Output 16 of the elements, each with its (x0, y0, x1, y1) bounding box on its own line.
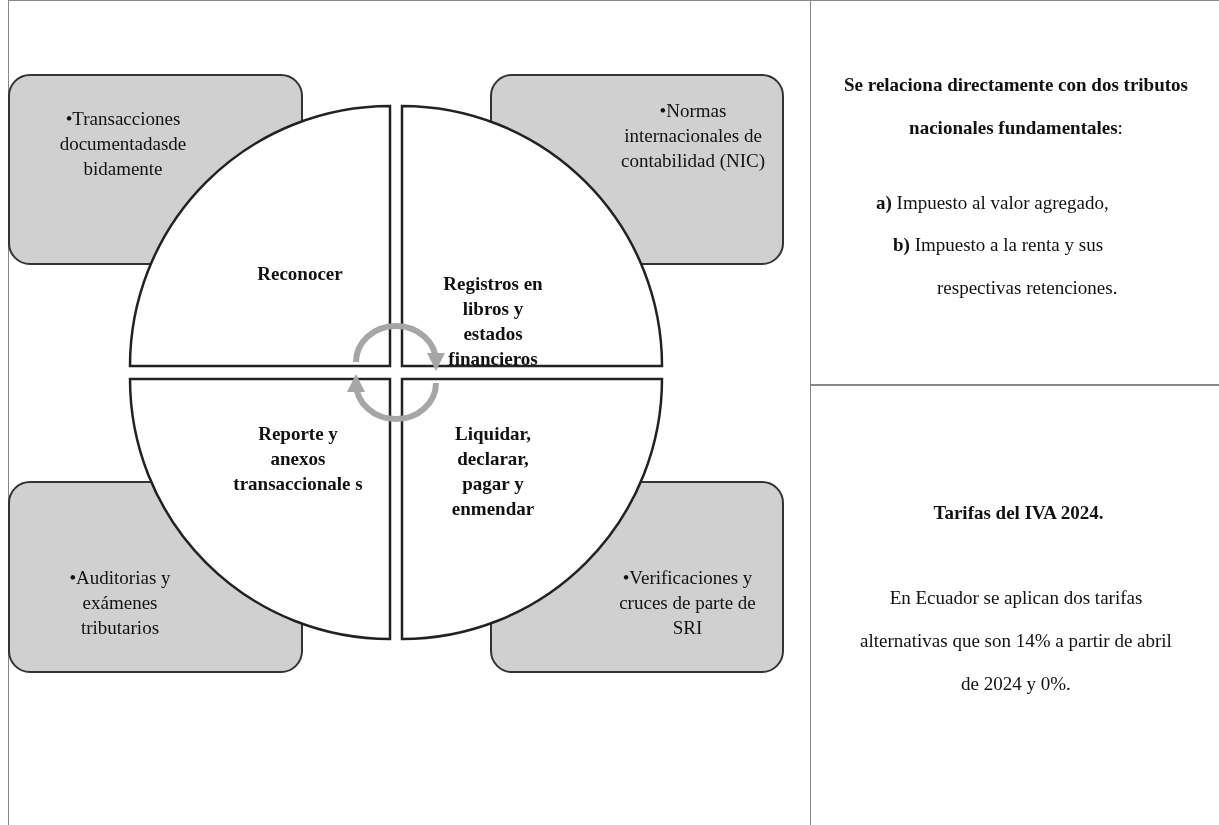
table-cell (810, 0, 1219, 385)
step-label: Registros en libros y estados financieros (442, 272, 544, 371)
heading-text: Tarifas del IVA 2024. (932, 501, 1105, 525)
bullet-text: •Verificaciones y cruces de parte de SRI (618, 566, 757, 640)
step-label: Reporte y anexos transaccionale s (232, 422, 364, 496)
bullet-text: •Transacciones documentadasde bidamente (58, 107, 188, 181)
cycle-arrow (347, 374, 439, 422)
bullet-text: •Auditorias y exámenes tributarios (68, 566, 172, 640)
step-label: Reconocer (256, 262, 344, 286)
cycle-arrow (353, 323, 445, 371)
step-label: Liquidar, declarar, pagar y enmendar (450, 422, 536, 521)
heading-text: Se relaciona directamente con dos tributos nacionales fundamentales: (843, 73, 1189, 140)
list-item: a) Impuesto al valor agregado, (876, 191, 1110, 215)
list-item: b) Impuesto a la renta y sus respectivas retenciones. (893, 233, 1119, 300)
bullet-text: •Normas internacionales de contabilidad (NIC) (619, 99, 766, 173)
paragraph: En Ecuador se aplican dos tarifas alternativas que son 14% a partir de abril de 2024 y 0%. (859, 586, 1173, 696)
